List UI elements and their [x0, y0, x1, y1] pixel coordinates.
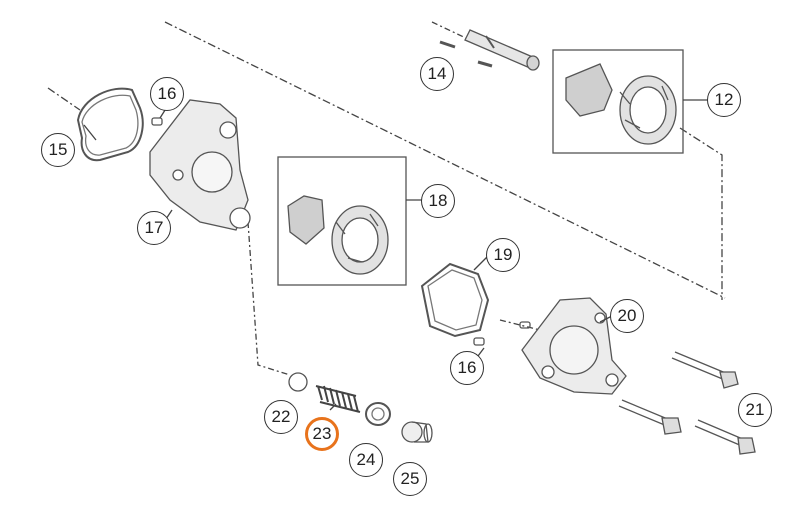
guide-line-left: [47, 87, 81, 111]
callout-24[interactable]: 24: [349, 443, 383, 477]
ball-22: [288, 372, 308, 392]
dowel-pin-top-right: [519, 321, 531, 329]
inset-box-12: [552, 49, 684, 154]
callout-25[interactable]: 25: [393, 462, 427, 496]
callout-14[interactable]: 14: [420, 57, 454, 91]
callout-16-top[interactable]: 16: [150, 77, 184, 111]
rotor-set-12: [565, 63, 677, 145]
plug-25: [401, 421, 433, 443]
dowel-pin-16-bottom: [473, 337, 485, 346]
callout-20[interactable]: 20: [610, 299, 644, 333]
pump-housing-17: [149, 99, 251, 231]
dowel-pin-16-top: [151, 117, 163, 126]
callout-23-selected[interactable]: 23: [305, 417, 339, 451]
gasket-19: [420, 262, 490, 338]
callout-15[interactable]: 15: [41, 133, 75, 167]
guide-line-right: [679, 127, 723, 300]
gasket-15: [76, 87, 144, 162]
callout-18[interactable]: 18: [421, 184, 455, 218]
spring-23: [315, 385, 361, 413]
washer-24: [365, 402, 391, 426]
callout-16-bottom[interactable]: 16: [450, 351, 484, 385]
bolts-21: [618, 351, 756, 455]
guide-line-top: [431, 21, 471, 41]
callout-22[interactable]: 22: [264, 400, 298, 434]
callout-17[interactable]: 17: [137, 211, 171, 245]
rotor-set-18: [287, 195, 389, 275]
shaft-part-14: [439, 29, 540, 71]
callout-12[interactable]: 12: [707, 83, 741, 117]
callout-21[interactable]: 21: [738, 393, 772, 427]
inset-box-18: [277, 156, 407, 286]
callout-19[interactable]: 19: [486, 238, 520, 272]
guide-line-lower: [247, 221, 291, 376]
